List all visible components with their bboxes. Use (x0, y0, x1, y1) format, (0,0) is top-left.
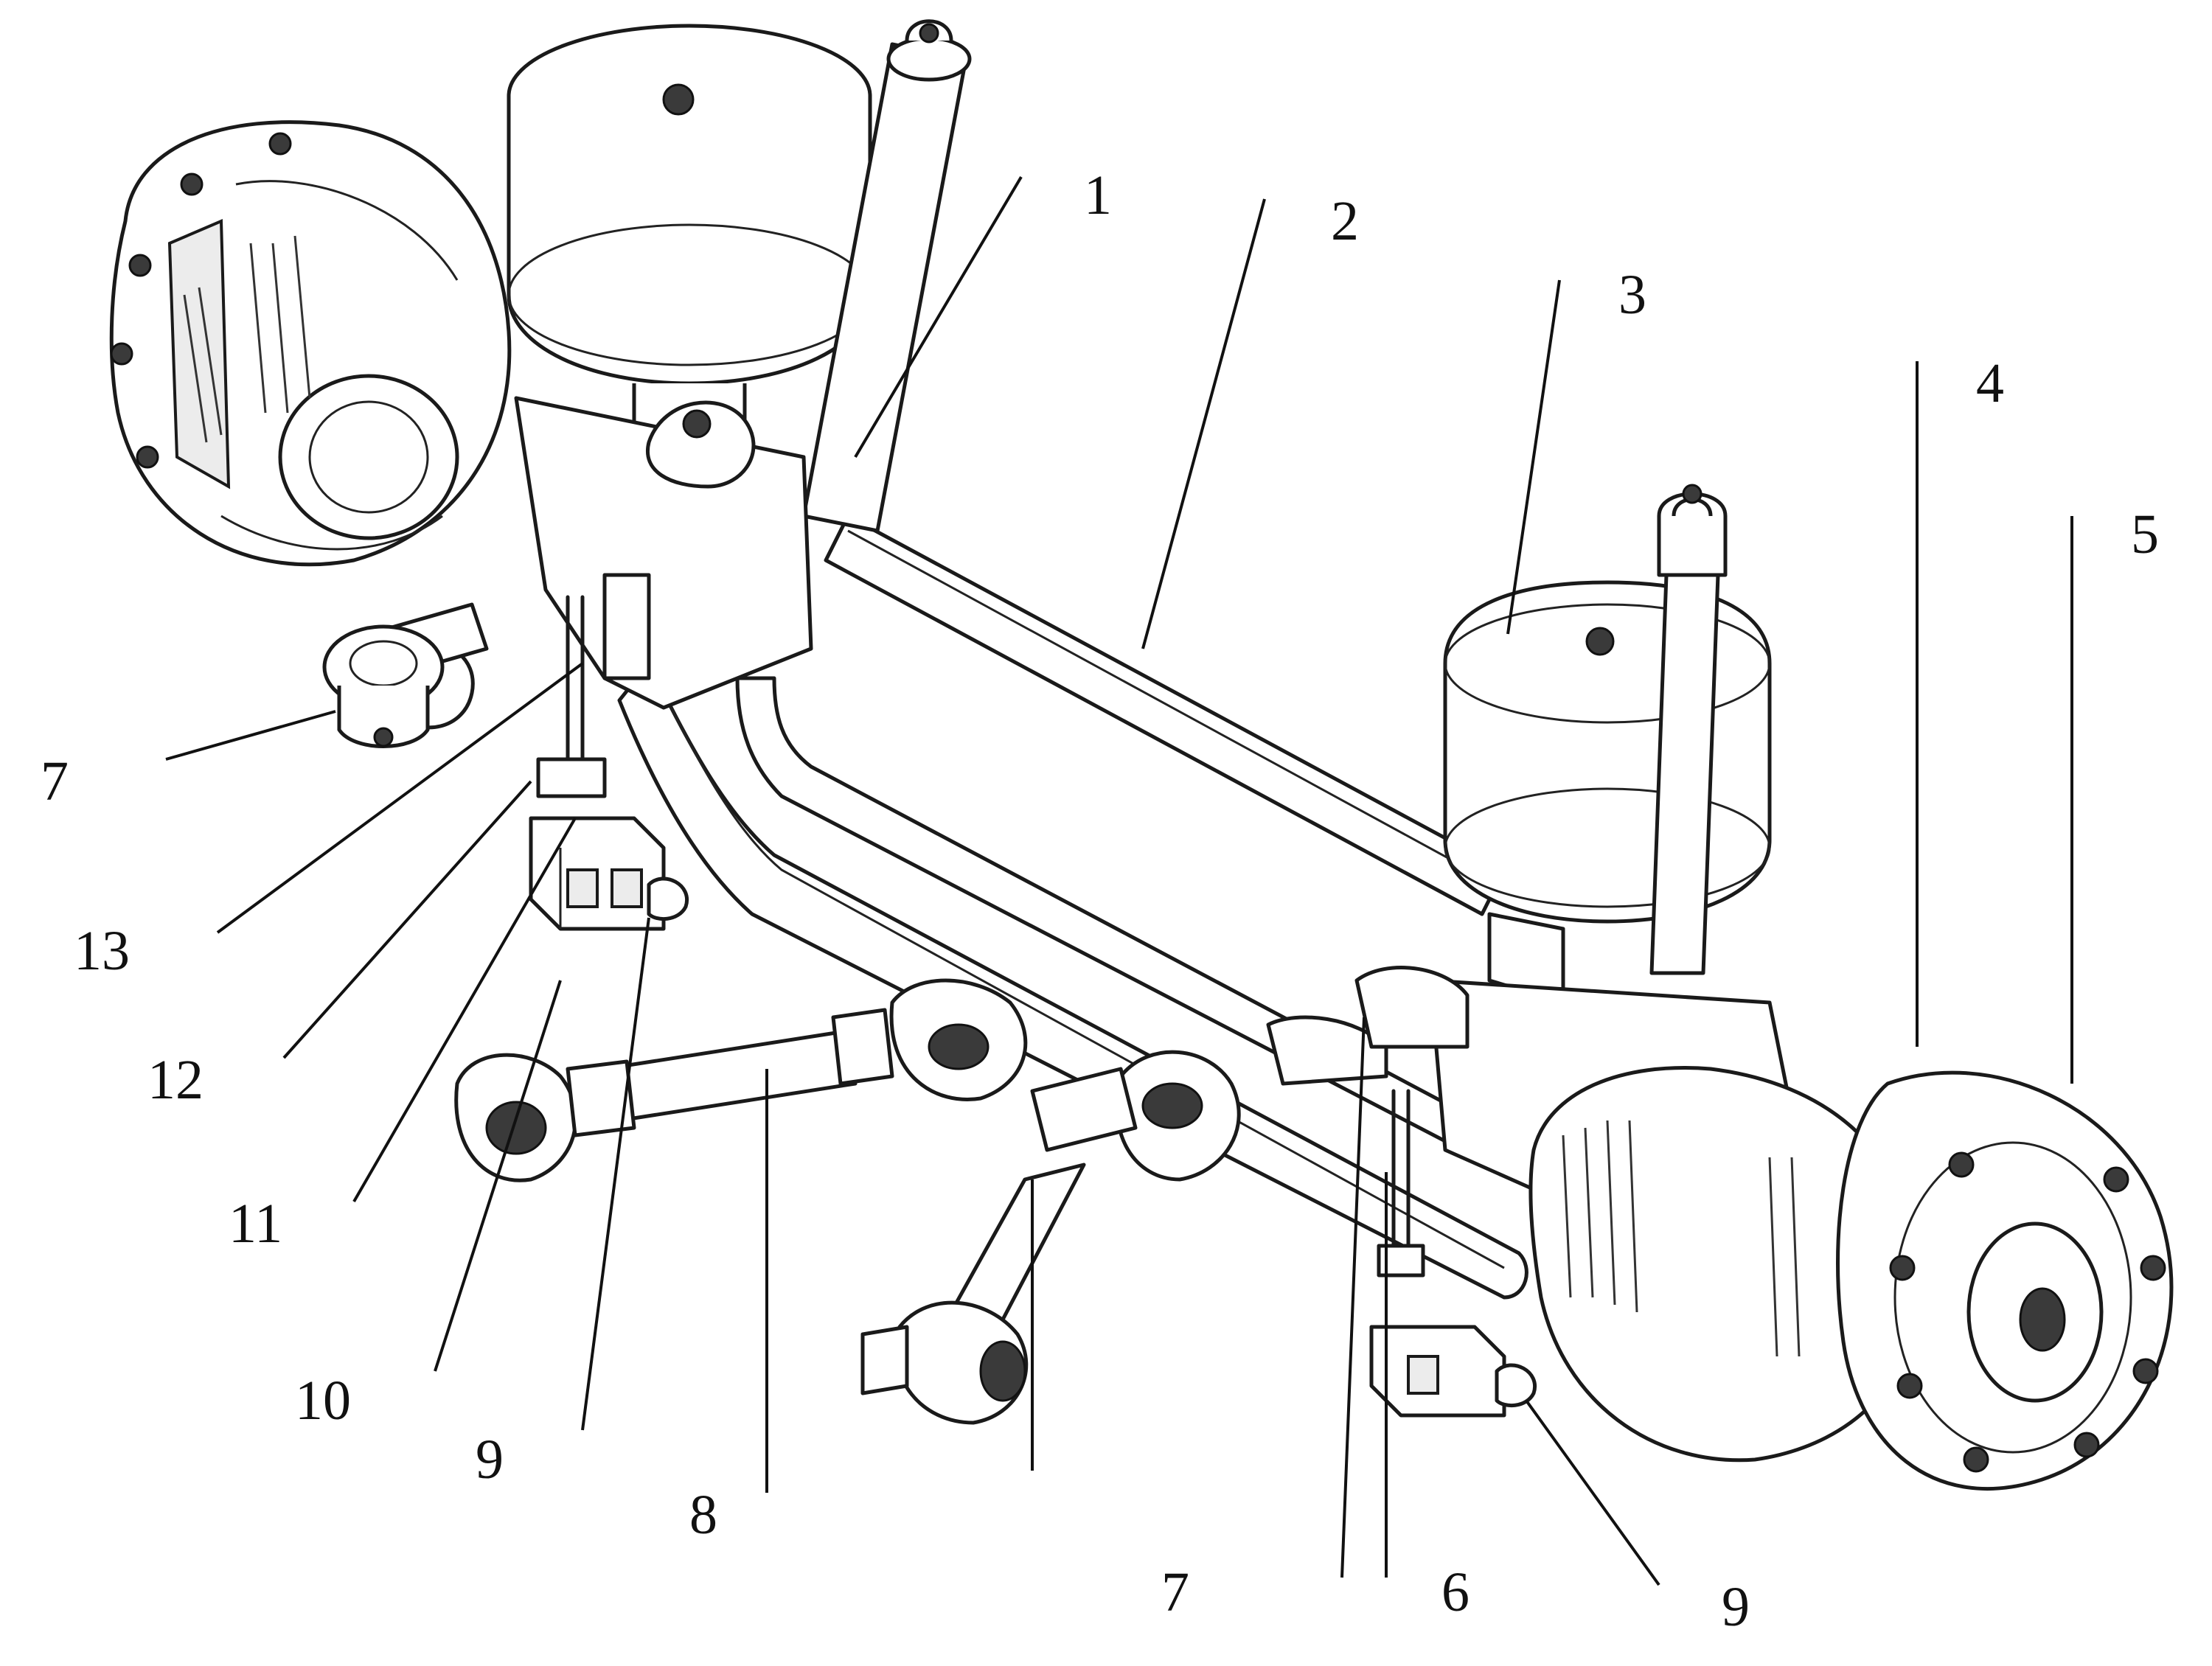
label-4: 4 (1976, 352, 2004, 414)
label-13: 13 (74, 920, 130, 982)
left-lower-bracket (529, 816, 689, 931)
left-knuckle-bracket (366, 396, 813, 730)
left-shock-absorber (801, 19, 972, 533)
label-10: 10 (295, 1370, 351, 1432)
label-7-left: 7 (41, 750, 69, 812)
leader-3 (1506, 279, 1561, 635)
leader-7b (1340, 1017, 1366, 1578)
lower-center-arm (860, 1163, 1086, 1425)
leader-9a (581, 917, 650, 1431)
left-trailing-arm (454, 1008, 894, 1182)
label-1: 1 (1084, 164, 1112, 226)
label-3: 3 (1618, 264, 1646, 326)
right-shock-absorber (1649, 484, 1728, 975)
label-7-bottom: 7 (1161, 1561, 1189, 1623)
label-9-right: 9 (1722, 1576, 1750, 1638)
leader-11 (352, 818, 577, 1202)
left-air-spring (507, 24, 872, 445)
left-bushing (322, 624, 445, 748)
leader-10 (434, 980, 562, 1372)
label-6: 6 (1441, 1561, 1470, 1623)
leader-lines (165, 175, 2073, 1586)
left-height-sensor (536, 595, 607, 798)
label-5: 5 (2131, 503, 2159, 565)
leader-12 (282, 780, 532, 1059)
right-air-spring (1443, 580, 1772, 1005)
leader-7a (165, 710, 336, 761)
axle-beam (824, 514, 1506, 916)
label-11: 11 (229, 1193, 282, 1255)
center-bushing-assembly (889, 978, 1241, 1182)
label-8: 8 (689, 1484, 717, 1546)
right-wheel-hub (1528, 1066, 2174, 1491)
label-2: 2 (1331, 190, 1359, 252)
callout-labels: 1 2 3 4 5 6 7 7 8 9 9 10 11 12 13 (41, 164, 2159, 1638)
label-12: 12 (147, 1049, 204, 1111)
label-9-left: 9 (476, 1429, 504, 1491)
leader-13 (216, 662, 584, 934)
right-lower-bracket (1369, 1089, 1537, 1418)
leader-1 (854, 175, 1023, 459)
left-wheel-hub (109, 120, 512, 567)
leader-9b (1525, 1399, 1660, 1586)
leader-2 (1141, 198, 1266, 649)
